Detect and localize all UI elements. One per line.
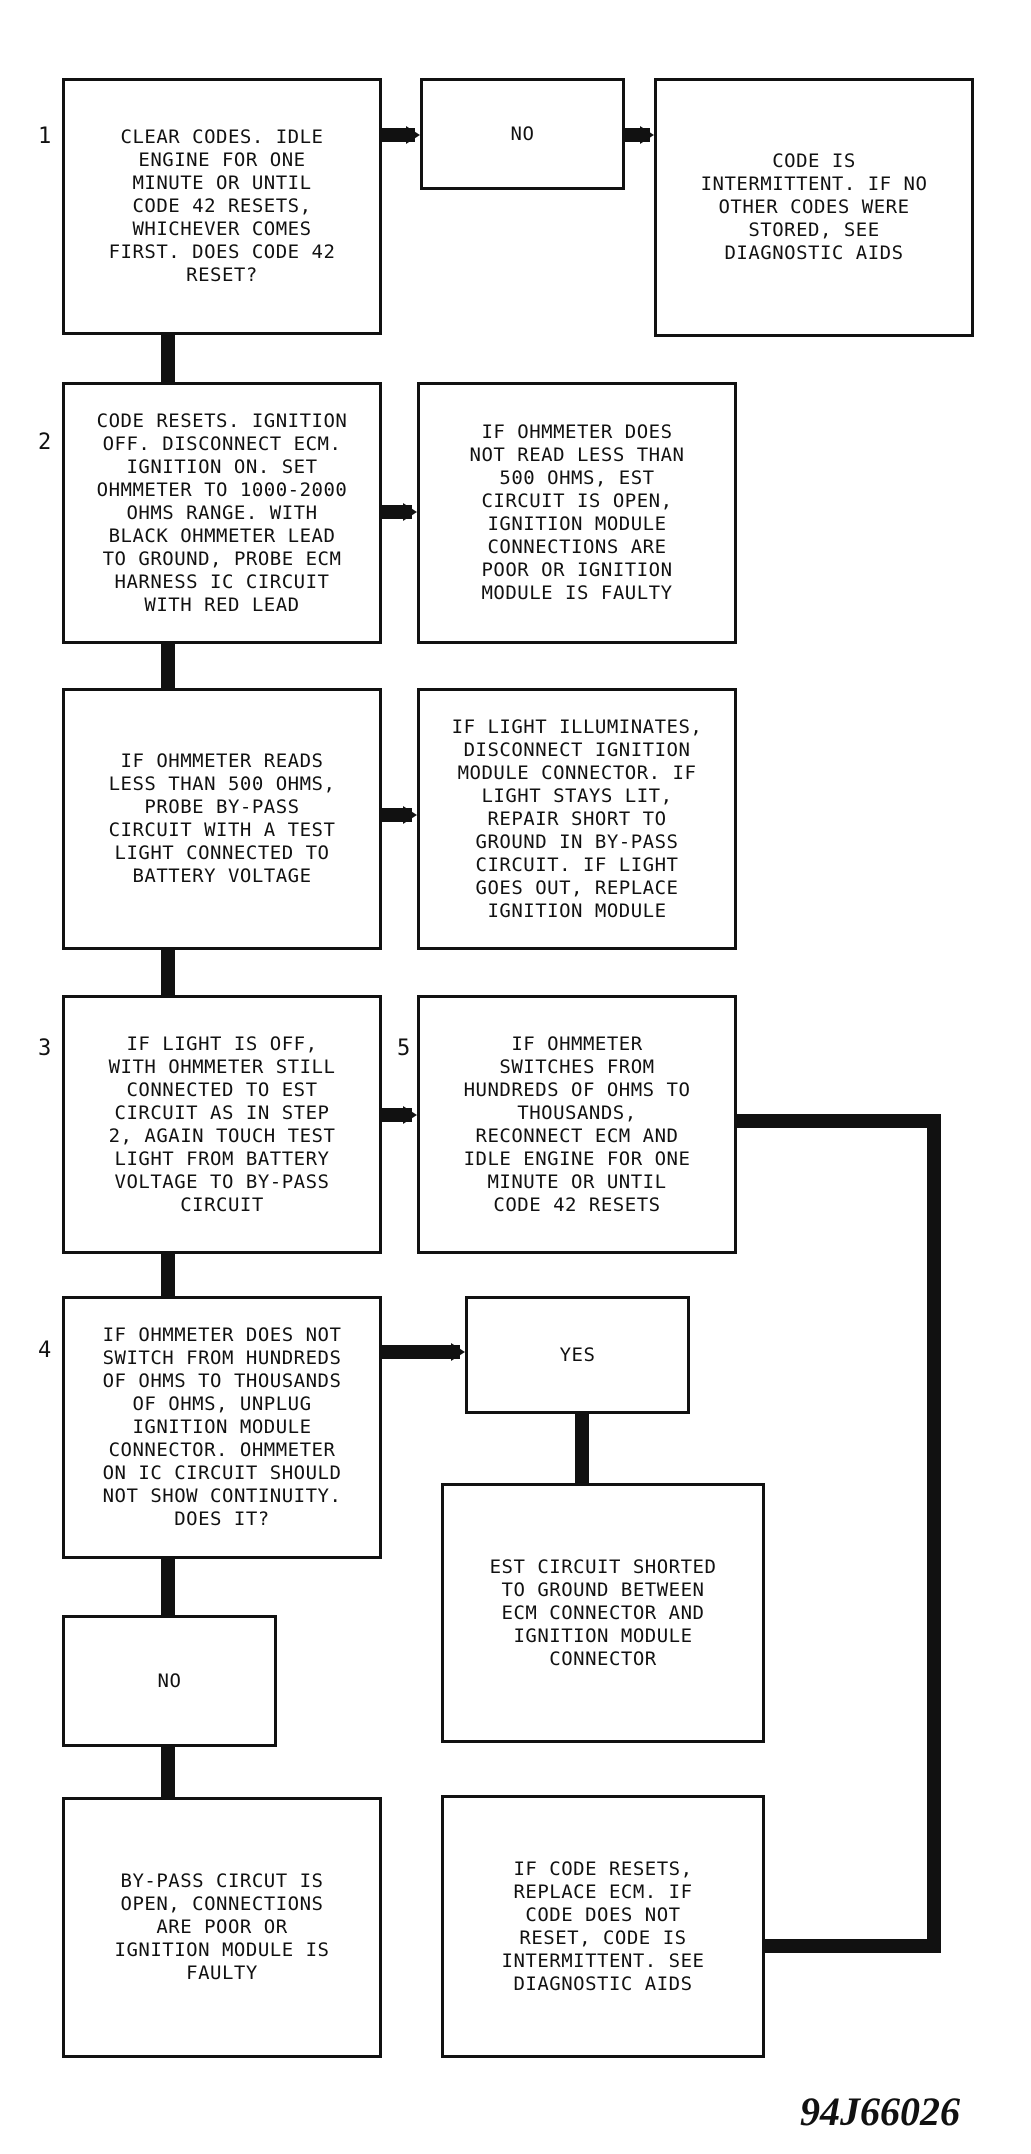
arrowhead-step2-result	[403, 503, 417, 521]
figure-id: 94J66026	[800, 2089, 960, 2134]
step-number-5: 5	[397, 1036, 411, 1061]
bypass-probe-text: IF OHMMETER READS LESS THAN 500 OHMS, PR…	[108, 750, 336, 887]
step-number-2: 2	[38, 430, 52, 455]
code-resets-text: IF CODE RESETS, REPLACE ECM. IF CODE DOE…	[501, 1857, 705, 1995]
step5-instruction-box: IF OHMMETER SWITCHES FROM HUNDREDS OF OH…	[417, 995, 737, 1254]
step4-question-box: IF OHMMETER DOES NOT SWITCH FROM HUNDRED…	[62, 1296, 382, 1559]
step4-question-text: IF OHMMETER DOES NOT SWITCH FROM HUNDRED…	[102, 1324, 342, 1530]
step-number-4: 4	[38, 1338, 52, 1363]
step1-question-box: CLEAR CODES. IDLE ENGINE FOR ONE MINUTE …	[62, 78, 382, 335]
light-result-text: IF LIGHT ILLUMINATES, DISCONNECT IGNITIO…	[451, 715, 703, 922]
step5-instruction-text: IF OHMMETER SWITCHES FROM HUNDREDS OF OH…	[463, 1032, 691, 1216]
bypass-probe-box: IF OHMMETER READS LESS THAN 500 OHMS, PR…	[62, 688, 382, 950]
step-number-3: 3	[38, 1036, 52, 1061]
light-result-box: IF LIGHT ILLUMINATES, DISCONNECT IGNITIO…	[417, 688, 737, 950]
step4-no-box: NO	[62, 1615, 277, 1747]
bypass-open-box: BY-PASS CIRCUT IS OPEN, CONNECTIONS ARE …	[62, 1797, 382, 2058]
step4-no-text: NO	[157, 1669, 182, 1692]
step2-instruction-text: CODE RESETS. IGNITION OFF. DISCONNECT EC…	[96, 409, 348, 616]
arrowhead-probe-light	[403, 806, 417, 824]
intermittent-box: CODE IS INTERMITTENT. IF NO OTHER CODES …	[654, 78, 974, 337]
intermittent-text: CODE IS INTERMITTENT. IF NO OTHER CODES …	[700, 150, 928, 264]
arrowhead-step4-yes	[451, 1343, 465, 1361]
arrowhead-step1-no	[406, 126, 420, 144]
step1-no-text: NO	[510, 122, 535, 145]
step3-instruction-text: IF LIGHT IS OFF, WITH OHMMETER STILL CON…	[108, 1032, 336, 1216]
step-number-1: 1	[38, 124, 52, 149]
step1-no-box: NO	[420, 78, 625, 190]
step4-yes-box: YES	[465, 1296, 690, 1414]
arrowhead-step3-step5	[403, 1106, 417, 1124]
bypass-open-text: BY-PASS CIRCUT IS OPEN, CONNECTIONS ARE …	[114, 1870, 330, 1984]
est-shorted-box: EST CIRCUIT SHORTED TO GROUND BETWEEN EC…	[441, 1483, 765, 1743]
step2-result-box: IF OHMMETER DOES NOT READ LESS THAN 500 …	[417, 382, 737, 644]
est-shorted-text: EST CIRCUIT SHORTED TO GROUND BETWEEN EC…	[489, 1555, 717, 1670]
step2-result-text: IF OHMMETER DOES NOT READ LESS THAN 500 …	[469, 421, 685, 604]
connector-step5-to-code-resets	[710, 1114, 941, 1953]
code-resets-box: IF CODE RESETS, REPLACE ECM. IF CODE DOE…	[441, 1795, 765, 2058]
step1-question-text: CLEAR CODES. IDLE ENGINE FOR ONE MINUTE …	[108, 126, 336, 286]
step3-instruction-box: IF LIGHT IS OFF, WITH OHMMETER STILL CON…	[62, 995, 382, 1254]
step4-yes-text: YES	[559, 1343, 596, 1366]
arrowhead-no-intermittent	[640, 126, 654, 144]
step2-instruction-box: CODE RESETS. IGNITION OFF. DISCONNECT EC…	[62, 382, 382, 644]
